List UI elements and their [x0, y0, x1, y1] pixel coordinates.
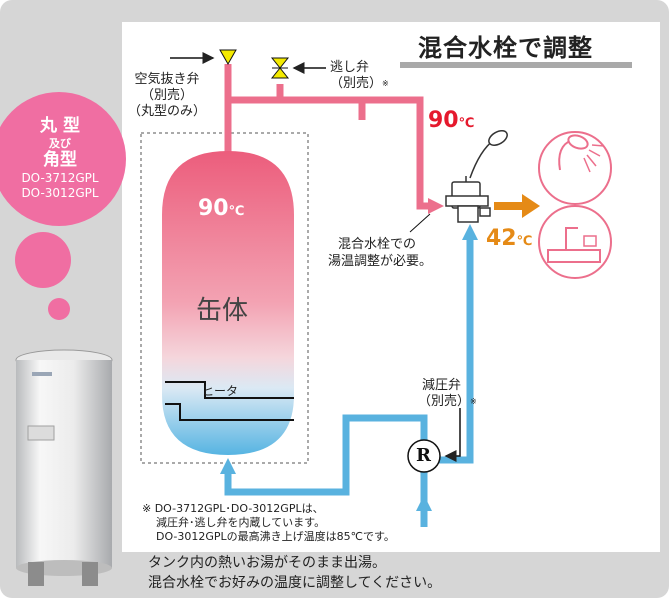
badge-model1: DO-3712GPL	[21, 171, 99, 185]
hot-pipe-temp-unit: ℃	[458, 116, 475, 131]
relief-valve-label-line1: 逃し弁	[330, 60, 370, 75]
relief-note-mark: ※	[382, 79, 389, 88]
relief-valve-label-sold-separately: （別売）	[330, 76, 383, 91]
pressure-valve-label: 減圧弁 （別売）※	[418, 378, 477, 410]
cold-pipe-arrowhead-mixer	[462, 224, 478, 240]
badge-bubble-medium	[15, 232, 71, 288]
air-vent-valve-icon	[219, 49, 237, 66]
output-arrow	[494, 194, 540, 218]
relief-valve-icon	[270, 57, 290, 79]
pressure-valve-label-line1: 減圧弁	[422, 378, 462, 393]
hot-pipe	[224, 64, 428, 210]
pressure-valve-label-sold-separately: （別売）	[418, 394, 471, 409]
shower-use-circle	[538, 131, 612, 205]
page-title: 混合水栓で調整	[418, 34, 593, 62]
pressure-note-mark: ※	[470, 397, 477, 406]
hot-pipe-temperature: 90℃	[428, 108, 474, 133]
footer-line1: タンク内の熱いお湯がそのまま出湯。	[148, 555, 386, 571]
badge-text: 丸 型 及び 角型 DO-3712GPL DO-3012GPL	[0, 116, 120, 201]
air-vent-label: 空気抜き弁 （別売） （丸型のみ）	[112, 72, 222, 120]
tank-label: 缶体	[196, 296, 249, 326]
mixer-faucet-icon	[445, 176, 491, 223]
pressure-valve-label-line2: （別売）※	[418, 394, 477, 410]
footnote: ※ DO-3712GPL･DO-3012GPLは、 減圧弁･逃し弁を内蔵していま…	[142, 502, 395, 544]
air-vent-label-line3: （丸型のみ）	[127, 104, 206, 119]
pressure-valve-symbol	[407, 439, 441, 473]
mix-note-line1: 混合水栓での	[338, 237, 417, 252]
mix-note-line2: 湯温調整が必要。	[328, 254, 433, 269]
water-heater-photo	[12, 346, 116, 586]
tank-temperature: 90℃	[198, 196, 244, 221]
tank-dashed-frame	[140, 132, 309, 464]
footnote-line2: 減圧弁･逃し弁を内蔵しています。	[156, 516, 326, 529]
relief-valve-label-line2: （別売）※	[330, 76, 389, 92]
air-vent-label-line1: 空気抜き弁	[134, 72, 200, 87]
mix-note-pointer	[409, 213, 431, 233]
tank-temp-value: 90	[198, 196, 229, 221]
badge-line3: 角型	[43, 150, 77, 170]
relief-valve-label: 逃し弁 （別売）※	[330, 60, 389, 92]
footer-line2: 混合水栓でお好みの温度に調整してください。	[148, 575, 442, 591]
air-vent-label-line2: （別売）	[140, 88, 193, 103]
heater-label: ヒータ	[202, 384, 239, 398]
sink-use-circle	[538, 205, 612, 279]
pressure-valve-letter: R	[416, 445, 431, 466]
tank-body	[162, 151, 294, 455]
cold-pipe-arrowhead-inlet	[416, 495, 432, 511]
mix-note: 混合水栓での 湯温調整が必要。	[328, 236, 432, 270]
output-temperature: 42℃	[486, 226, 532, 251]
badge-bubble-large	[0, 92, 126, 226]
footnote-line3: DO-3012GPLの最高沸き上げ温度は85℃です。	[156, 530, 395, 543]
badge-bubble-small	[48, 298, 70, 320]
cold-pipe-arrowhead-tank	[220, 458, 236, 474]
footer: タンク内の熱いお湯がそのまま出湯。 混合水栓でお好みの温度に調整してください。	[148, 553, 441, 593]
badge-line2: 及び	[49, 137, 71, 150]
hot-pipe-arrowhead	[428, 198, 444, 214]
output-temp-value: 42	[486, 226, 517, 251]
heater-element	[165, 381, 294, 421]
pressure-valve-pointer	[444, 408, 461, 462]
output-temp-unit: ℃	[516, 234, 533, 249]
tank-temp-unit: ℃	[228, 204, 245, 219]
footnote-line1: ※ DO-3712GPL･DO-3012GPLは、	[142, 502, 324, 515]
badge-model2: DO-3012GPL	[21, 186, 99, 200]
badge-line1: 丸 型	[40, 116, 80, 136]
hot-pipe-temp-value: 90	[428, 108, 459, 133]
shower-head-icon	[469, 130, 508, 179]
